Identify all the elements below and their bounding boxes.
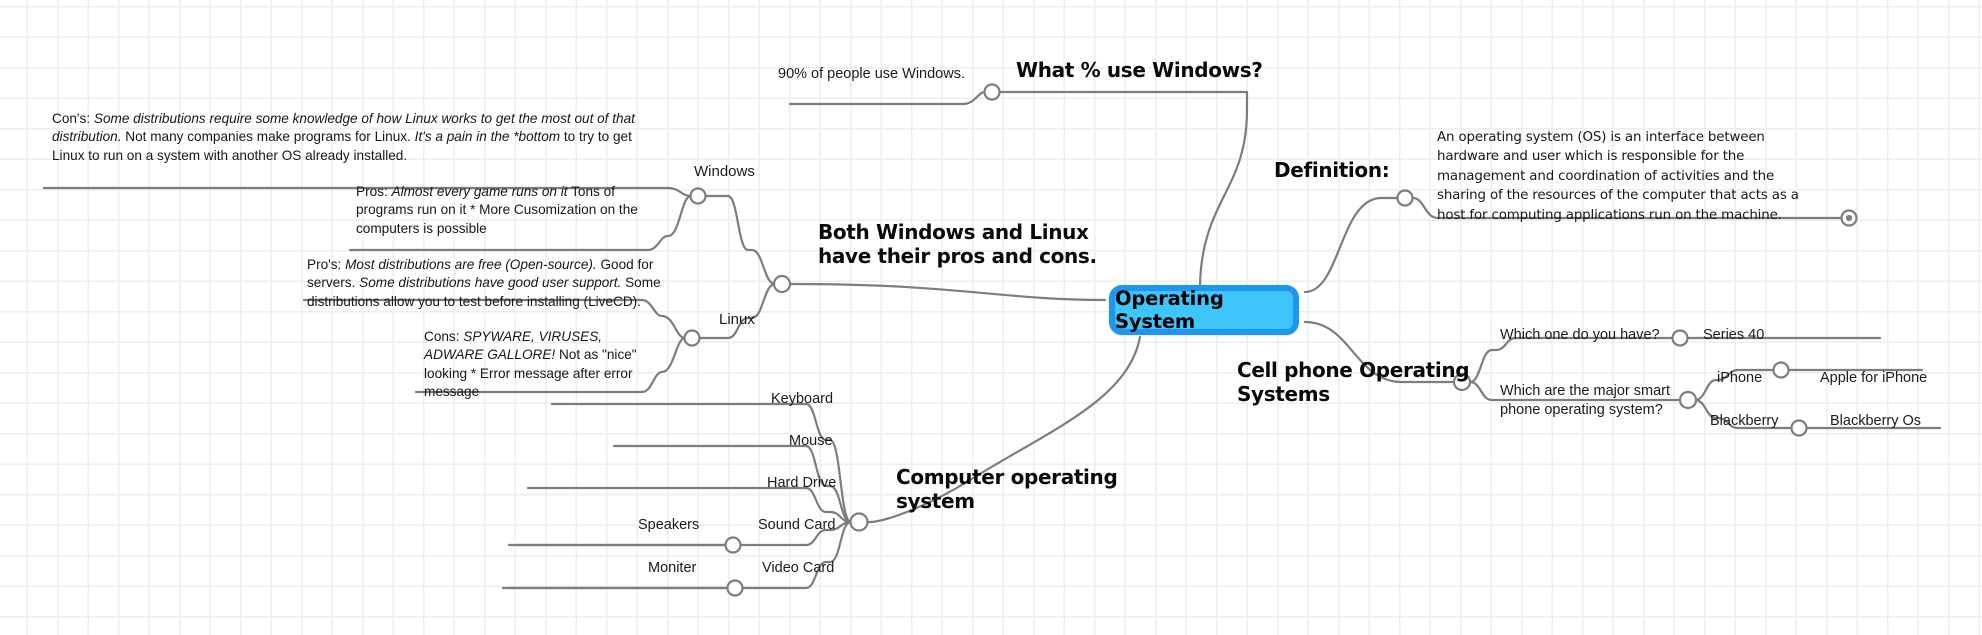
node-linux[interactable]: Linux bbox=[719, 311, 755, 328]
node-windows-cons[interactable]: Con's: Some distributions require some k… bbox=[52, 111, 635, 163]
root-node[interactable]: Operating System bbox=[1109, 285, 1299, 335]
node-windows-pros[interactable]: Pros: Almost every game runs on it Tons … bbox=[356, 184, 638, 236]
node-major-smartphone-os[interactable]: Which are the major smart phone operatin… bbox=[1500, 383, 1671, 418]
node-speakers[interactable]: Speakers bbox=[638, 517, 700, 533]
node-blackberry-os[interactable]: Blackberry Os bbox=[1830, 413, 1922, 429]
node-windows-percentage[interactable]: 90% of people use Windows. bbox=[778, 66, 965, 82]
node-apple-for-iphone[interactable]: Apple for iPhone bbox=[1820, 370, 1928, 386]
node-blackberry[interactable]: Blackberry bbox=[1710, 413, 1779, 429]
node-linux-pros[interactable]: Pro's: Most distributions are free (Open… bbox=[307, 257, 661, 309]
root-node-label: Operating System bbox=[1115, 287, 1224, 333]
node-iphone[interactable]: iPhone bbox=[1717, 370, 1763, 386]
node-windows[interactable]: Windows bbox=[694, 163, 755, 180]
node-series-40[interactable]: Series 40 bbox=[1703, 327, 1765, 343]
node-sound-card[interactable]: Sound Card bbox=[758, 517, 836, 533]
branch-heading-definition[interactable]: Definition: bbox=[1274, 158, 1390, 182]
node-mouse[interactable]: Mouse bbox=[789, 433, 833, 449]
node-hard-drive[interactable]: Hard Drive bbox=[767, 475, 837, 491]
node-video-card[interactable]: Video Card bbox=[762, 560, 835, 576]
node-definition-text[interactable]: An operating system (OS) is an interface… bbox=[1437, 130, 1799, 223]
node-linux-cons[interactable]: Cons: SPYWARE, VIRUSES, ADWARE GALLORE! … bbox=[424, 329, 637, 400]
branch-heading-what-percent[interactable]: What % use Windows? bbox=[1016, 58, 1263, 82]
node-moniter[interactable]: Moniter bbox=[648, 560, 697, 576]
node-keyboard[interactable]: Keyboard bbox=[771, 391, 834, 407]
branch-heading-computer[interactable]: Computer operating system bbox=[896, 465, 1118, 514]
branch-heading-cell-phone[interactable]: Cell phone Operating Systems bbox=[1237, 358, 1470, 407]
branch-heading-pros-cons[interactable]: Both Windows and Linux have their pros a… bbox=[818, 220, 1097, 269]
node-which-one-do-you-have[interactable]: Which one do you have? bbox=[1500, 327, 1660, 343]
